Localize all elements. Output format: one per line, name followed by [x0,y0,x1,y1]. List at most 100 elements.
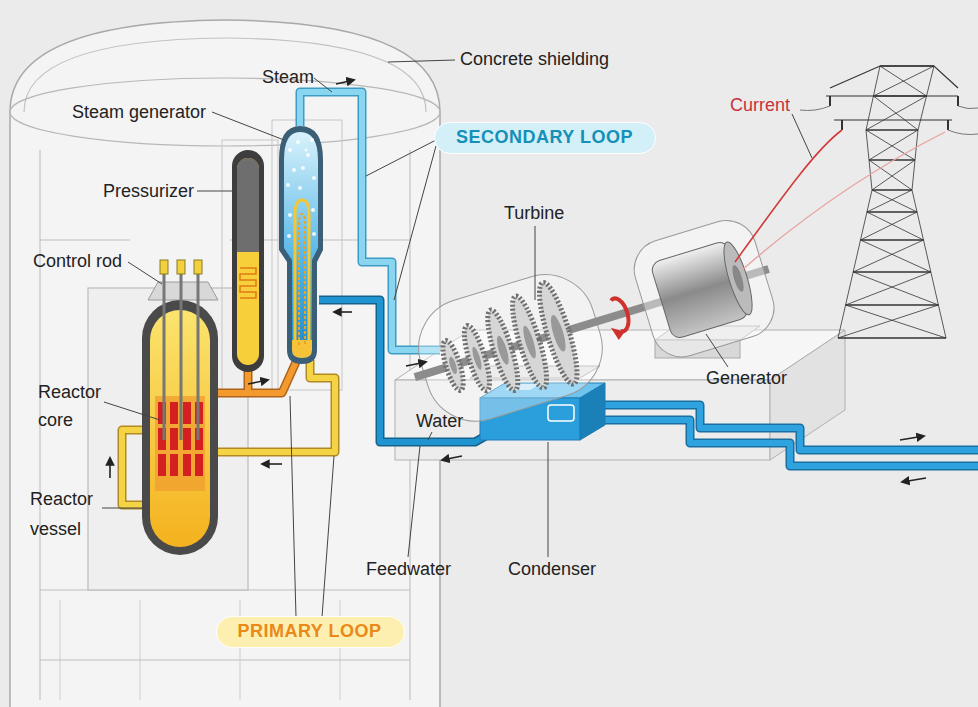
tower-lattice [853,240,923,272]
loop-label: SECONDARY LOOP [456,127,634,149]
steam-bubble [312,232,316,236]
tower-lattice [912,190,917,212]
control-rod-drawing [160,260,202,440]
tower-lattice [866,96,873,130]
steam-bubble [311,208,315,212]
tower-lattice [846,304,939,305]
leader-line [408,446,420,557]
tower-lattice [873,66,934,96]
fuel-rod [183,402,191,424]
tower-lattice [880,66,927,96]
tower-lattice [867,190,912,212]
steam-bubble [312,176,316,180]
reactor-vessel-drawing [148,282,218,300]
steam-generator-drawing [279,126,323,364]
turbine-rotor [397,210,787,437]
generator-drawing [627,213,782,364]
leader-line [102,508,146,509]
tower-lattice [917,212,923,240]
steam-bubble [305,149,308,152]
part-label: Steam generator [72,101,206,124]
tower-lattice [853,271,931,272]
tower-lattice [846,305,946,338]
current-wire [735,130,945,270]
steam-generator-drawing [295,200,309,345]
leader-line [366,140,436,176]
steam-bubble [288,213,292,217]
flow-arrow [900,436,924,440]
tower-lattice [931,272,939,305]
cooling-water-pipe [600,405,978,466]
leader-line [792,114,812,158]
steam-bubble [306,153,310,157]
steam-bubble [296,140,300,144]
turbine-blade-disc [439,339,468,393]
tower-lattice [853,240,860,272]
tower-lattice [867,190,872,212]
leader-line [212,112,284,140]
leader-line [706,334,728,367]
fuel-rod [170,454,178,476]
rotation-arrow [611,296,632,332]
turbine-blade-disc [548,314,569,353]
leader-line [388,60,455,62]
steam-bubble [292,168,296,172]
tower-lattice [838,66,946,338]
tower-lattice [918,96,927,130]
steam-bubble [298,186,302,190]
tower-lattice [867,211,917,212]
steam-bubble [288,148,292,152]
part-label: Control rod [33,250,122,273]
part-label: Concrete shielding [460,48,609,71]
steam-bubble [310,138,314,142]
secondary-pipe [300,92,440,350]
power-tower [826,66,958,120]
turbine-rotor [406,262,614,433]
containment-building [60,600,340,700]
tower-lattice [866,129,918,130]
leader-line [548,442,549,557]
flow-arrow [248,380,268,384]
current-wire [735,130,842,262]
steam-bubble [301,166,305,170]
control-rod-drawing [164,270,198,440]
turbine-blade-disc [495,335,511,366]
tower-lattice [861,240,931,272]
pressurizer-drawing [240,268,256,298]
tower-lattice [846,272,854,305]
flow-arrow [109,458,111,478]
tower-lattice [872,190,917,212]
steam-bubble [286,138,316,238]
secondary-pipe [300,92,440,350]
turbine-blade-disc [471,346,484,371]
leader-line [314,78,332,92]
steam-generator-drawing [284,132,318,358]
tower-lattice [873,96,918,130]
tower-lattice [869,130,918,160]
pressurizer-drawing [237,200,259,252]
containment-building [272,120,342,390]
part-label: Steam [262,66,314,89]
condenser-drawing [580,383,605,440]
control-rod-drawing [194,260,202,274]
reactor-vessel-drawing [142,260,218,555]
tower-lattice [853,272,938,305]
part-label: Reactor core [38,378,108,434]
part-label: Condenser [508,558,596,581]
control-rod-drawing [160,260,168,274]
leader-line [197,191,234,192]
containment-building [222,140,278,390]
containment-building [10,78,440,146]
tower-lattice [927,66,935,96]
tower-lattice [912,160,915,190]
pill-shape [216,617,404,648]
tower-lattice [872,160,915,190]
generator-drawing [627,213,782,364]
turbine-blade-disc [431,279,584,418]
flow-arrow [262,463,282,465]
flow-arrow [406,362,426,366]
containment-building [88,288,248,590]
leader-line [290,396,296,617]
